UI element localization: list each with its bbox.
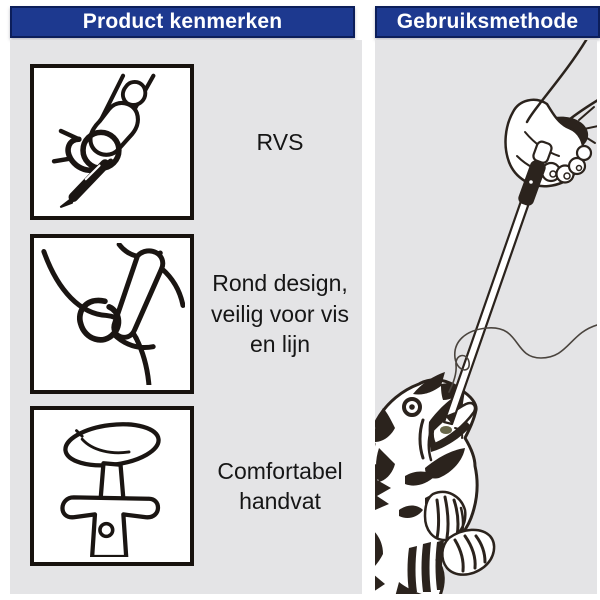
features-panel: RVS Rond design, veilig voor vis	[10, 40, 362, 594]
feature-label-rvs: RVS	[256, 128, 304, 155]
hand-gripping-handle	[504, 40, 597, 206]
usage-header-label: Gebruiksmethode	[396, 10, 579, 33]
feature-label-handvat: Comfortabel handvat	[217, 457, 343, 514]
hand-using-hook-remover-on-fish-illustration	[375, 40, 597, 594]
feature-row-rvs: RVS	[10, 64, 362, 220]
hook-in-mouth	[440, 426, 452, 434]
feature-label-rond-design: Rond design, veilig voor vis en lijn	[210, 270, 350, 358]
feature-row-rond-design: Rond design, veilig voor vis en lijn	[10, 234, 362, 394]
feature-box-rvs	[30, 64, 194, 220]
stainless-steel-hook-tip-icon	[51, 73, 156, 208]
feature-box-rond-design	[30, 234, 194, 394]
usage-panel	[375, 40, 597, 594]
feature-box-handvat	[30, 406, 194, 566]
hook-remover-shaft	[440, 199, 531, 439]
fishing-line	[448, 324, 597, 393]
features-header-label: Product kenmerken	[82, 10, 283, 33]
feature-row-handvat: Comfortabel handvat	[10, 406, 362, 566]
t-handle-icon	[60, 422, 161, 557]
usage-header: Gebruiksmethode	[375, 6, 600, 38]
rounded-hook-design-icon	[41, 243, 185, 385]
fish-drawing	[375, 372, 496, 594]
features-header: Product kenmerken	[10, 6, 355, 38]
